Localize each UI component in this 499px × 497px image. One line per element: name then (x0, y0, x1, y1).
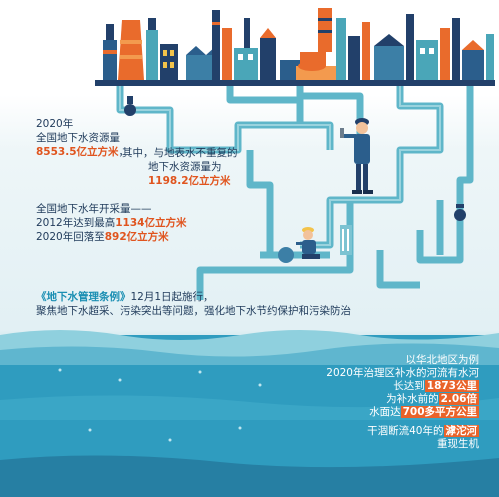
nc-line-2: 2020年治理区补水的河流有水河 (326, 367, 479, 379)
nc-line-6-label: 干涸断流40年的 (367, 425, 444, 437)
worker-crouching-icon (296, 227, 320, 259)
groundwater-body (0, 330, 499, 497)
pipe-network (116, 86, 474, 300)
nc-line-7: 重现生机 (437, 438, 479, 450)
resource-label: 全国地下水资源量 (36, 132, 120, 144)
regulation-focus: 聚焦地下水超采、污染突出等问题，强化地下水节约保护和污染防治 (36, 305, 351, 317)
water-area-value: 700多平方公里 (400, 406, 479, 418)
extraction-2020-label: 2020年回落至 (36, 231, 105, 243)
separator: ， (118, 146, 130, 158)
hutuo-river-name: 滹沱河 (443, 425, 479, 437)
extraction-2012-label: 2012年达到最高 (36, 217, 116, 229)
nondup-amount: 1198.2亿立方米 (148, 175, 231, 187)
ratio-value: 2.06倍 (438, 393, 479, 405)
nc-line-1: 以华北地区为例 (405, 354, 480, 366)
extraction-title: 全国地下水年开采量—— (36, 203, 152, 215)
regulation-block: 《地下水管理条例》12月1日起施行， 聚焦地下水超采、污染突出等问题，强化地下水… (36, 290, 351, 318)
factory-skyline (95, 8, 495, 86)
extraction-2012-value: 1134亿立方米 (115, 217, 187, 229)
regulation-title: 《地下水管理条例》 (36, 291, 131, 303)
nondup-line-1: 其中，与地表水不重复的 (122, 147, 238, 159)
stat-block-nonduplicated: 其中，与地表水不重复的 地下水资源量为 1198.2亿立方米 (122, 146, 238, 188)
stat-block-resources: 2020年 全国地下水资源量 8553.5亿立方米， (36, 117, 129, 159)
resource-amount: 8553.5亿立方米 (36, 146, 119, 158)
stat-block-extraction: 全国地下水年开采量—— 2012年达到最高1134亿立方米 2020年回落至89… (36, 202, 186, 244)
worker-with-wrench-icon (340, 118, 373, 194)
pipe-valve-icon (124, 96, 466, 263)
nondup-line-2: 地下水资源量为 (148, 161, 222, 173)
regulation-date: 12月1日起施行， (130, 291, 214, 303)
extraction-2020-value: 892亿立方米 (104, 231, 169, 243)
nc-line-3-label: 长达到 (393, 380, 425, 392)
nc-line-4-label: 为补水前的 (386, 393, 439, 405)
nc-line-5-label: 水面达 (369, 406, 401, 418)
river-length-value: 1873公里 (424, 380, 479, 392)
year-label: 2020年 (36, 118, 74, 130)
